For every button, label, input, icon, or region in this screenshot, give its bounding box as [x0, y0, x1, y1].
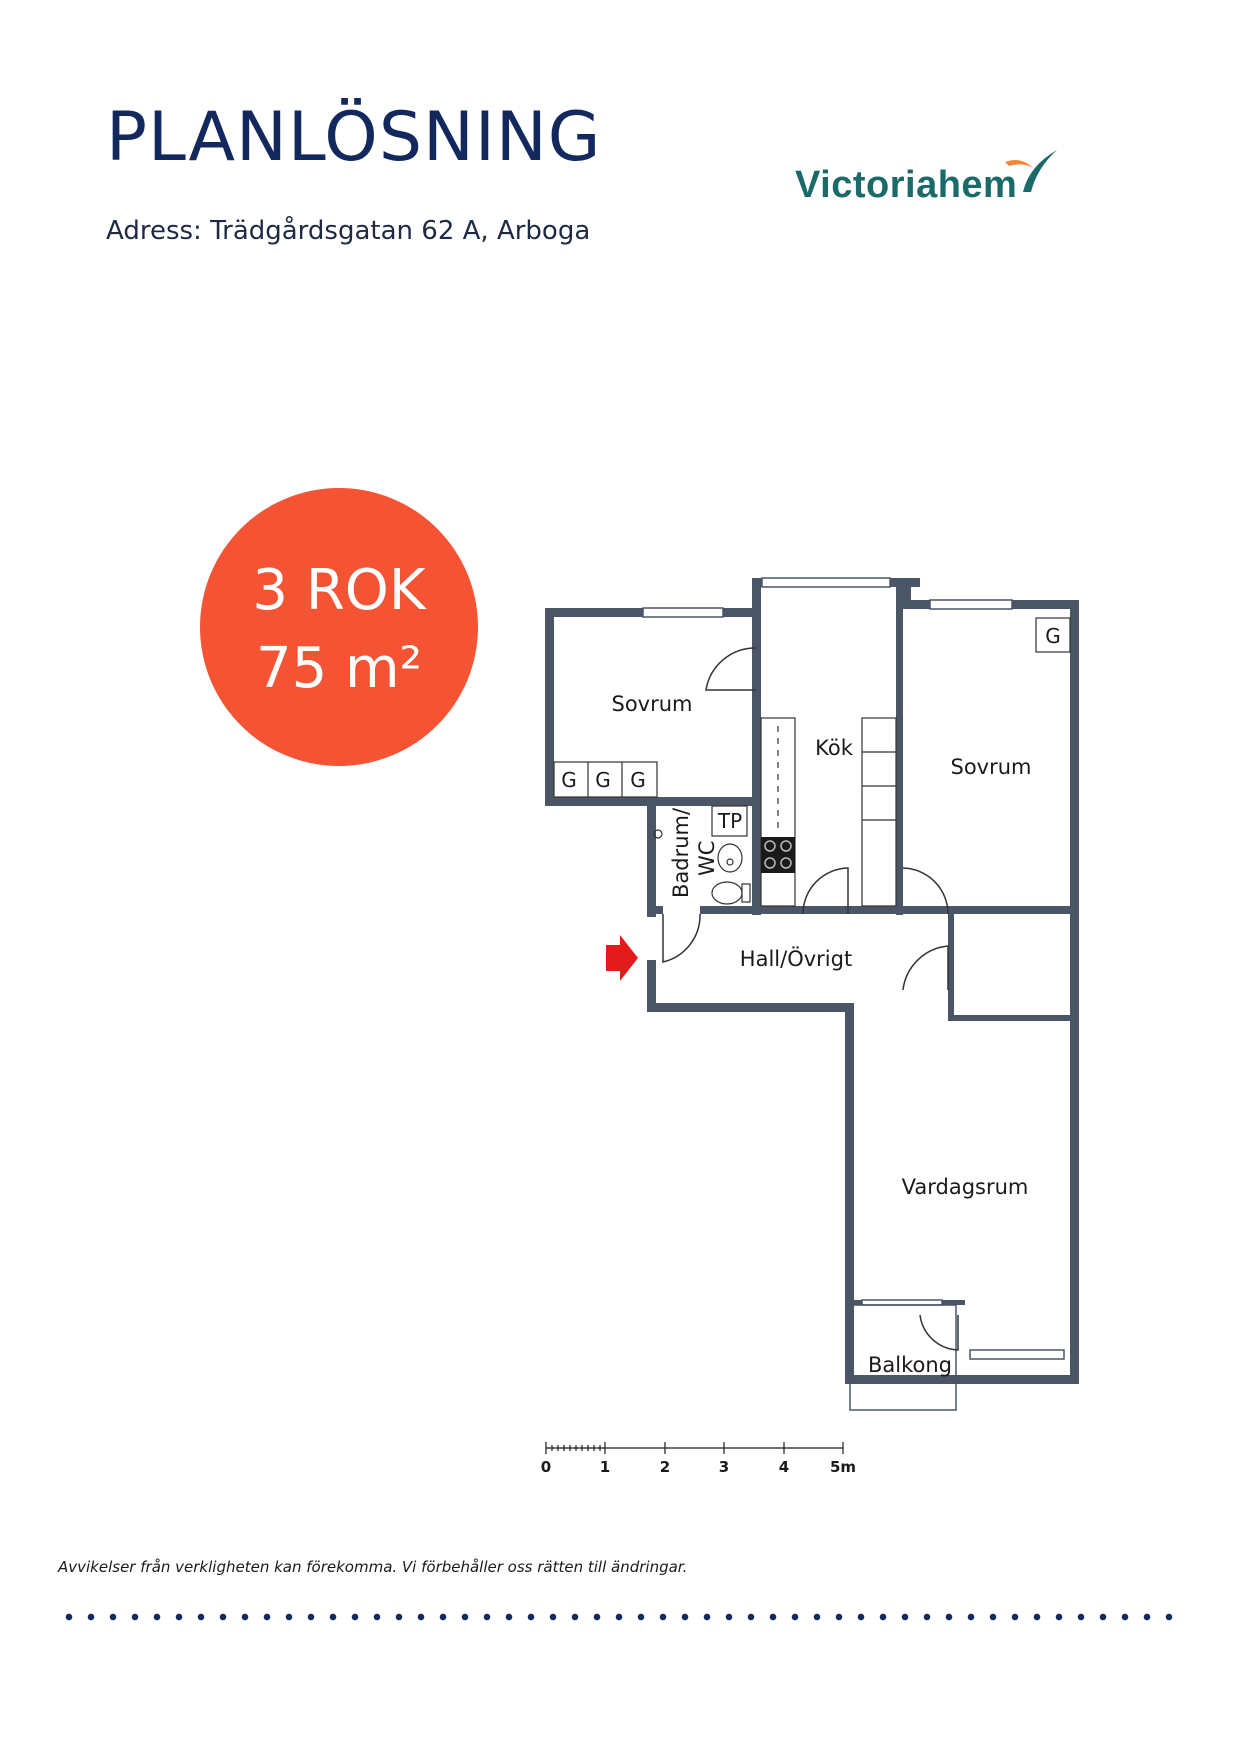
scale-label: 0	[541, 1458, 551, 1476]
address-text: Adress: Trädgårdsgatan 62 A, Arboga	[106, 216, 591, 246]
apartment-badge: 3 ROK 75 m²	[200, 488, 478, 766]
disclaimer-text: Avvikelser från verkligheten kan förekom…	[58, 1558, 688, 1576]
badge-room-count: 3 ROK	[252, 558, 426, 623]
room-label-sovrum-right: Sovrum	[950, 755, 1031, 779]
wardrobe-label: G	[595, 768, 611, 792]
room-label-badrum: Badrum/ WC	[669, 807, 719, 898]
scale-label: 2	[660, 1458, 670, 1476]
room-label-balkong: Balkong	[868, 1353, 952, 1377]
bathroom-fixtures	[653, 829, 751, 905]
logo-swoosh-icon	[1005, 150, 1057, 192]
room-label-kok: Kök	[815, 736, 854, 760]
balcony-outline	[849, 1304, 957, 1411]
room-label-badrum-line2: WC	[695, 841, 719, 876]
room-label-badrum-line1: Badrum/	[669, 807, 693, 898]
room-label-hall: Hall/Övrigt	[740, 946, 852, 971]
stove-icon	[761, 837, 795, 873]
room-label-sovrum-left: Sovrum	[611, 692, 692, 716]
scale-label: 3	[719, 1458, 729, 1476]
badge-area: 75 m²	[255, 636, 423, 701]
victoriahem-logo: Victoriahem	[795, 148, 1065, 218]
wardrobe-label: G	[630, 768, 646, 792]
scale-label: 5m	[830, 1458, 856, 1476]
tp-label: TP	[717, 809, 742, 833]
wardrobe-label: G	[561, 768, 577, 792]
wardrobe-label: G	[1045, 624, 1061, 648]
windows	[642, 577, 1065, 1360]
kitchen-counters	[760, 717, 897, 907]
dotted-divider	[58, 1612, 1180, 1622]
scale-label: 1	[600, 1458, 610, 1476]
scale-label: 4	[779, 1458, 789, 1476]
entrance-arrow-icon	[606, 935, 638, 981]
room-label-vardagsrum: Vardagsrum	[902, 1175, 1029, 1199]
scale-bar	[545, 1442, 844, 1454]
page-title: PLANLÖSNING	[106, 98, 602, 177]
logo-text: Victoriahem	[795, 164, 1018, 206]
doors	[662, 647, 959, 1351]
floor-plan: G G G G TP Sovrum Kök Sovrum Badrum/ WC …	[541, 577, 1079, 1476]
wardrobes	[553, 617, 1071, 837]
